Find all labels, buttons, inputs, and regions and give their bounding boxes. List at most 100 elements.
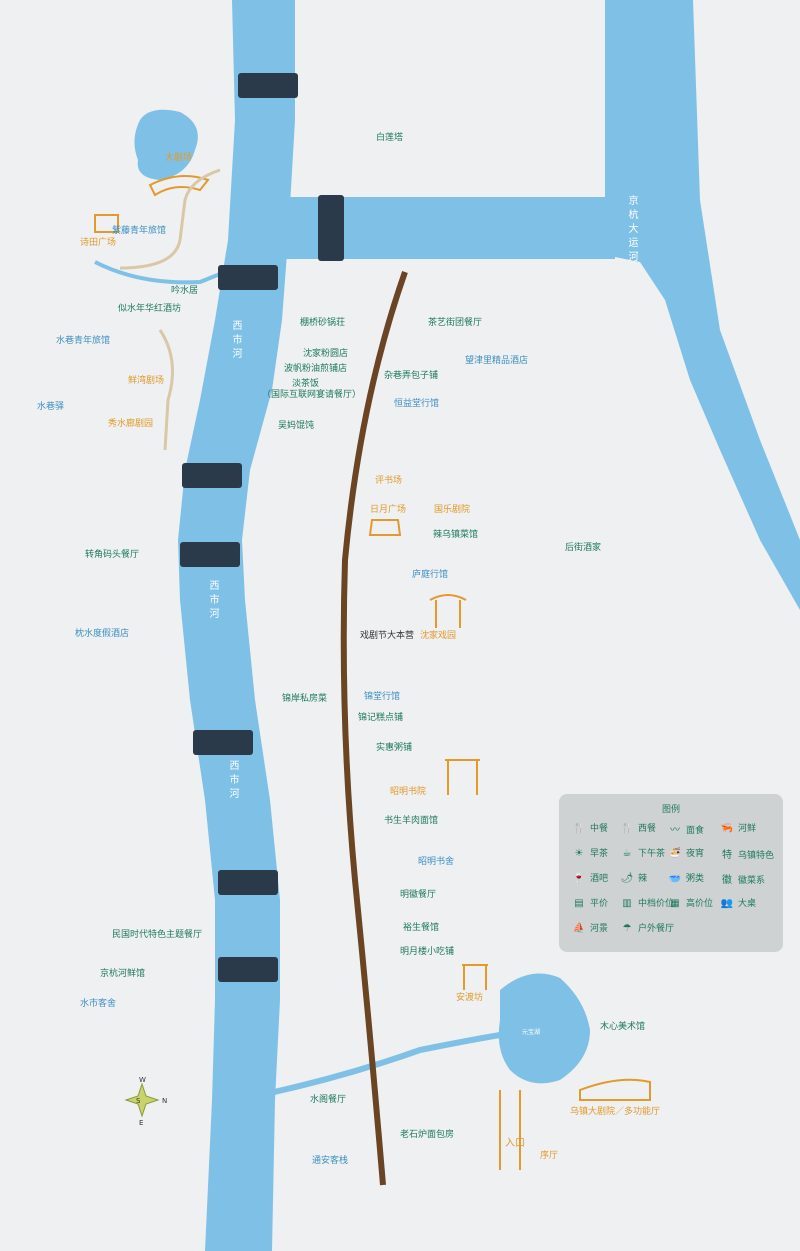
place-zhaomingshu[interactable]: 昭明书舍 (418, 857, 455, 867)
place-minghui[interactable]: 明徽餐厅 (400, 890, 437, 900)
place-shuige[interactable]: 水阁餐厅 (310, 1095, 347, 1105)
place-danchafan[interactable]: 淡茶饭 (292, 379, 320, 389)
place-minguo[interactable]: 民国时代特色主题餐厅 (112, 930, 203, 940)
place-wuma[interactable]: 吴妈馄饨 (278, 421, 315, 431)
legend-icon: ☂ (622, 923, 632, 934)
legend-label: 徽菜系 (738, 876, 766, 886)
legend-item: 〰面食 (667, 821, 704, 836)
legend-icon: 特 (722, 850, 732, 861)
place-jinghang[interactable]: 京杭河鲜馆 (100, 969, 146, 979)
place-laoshi[interactable]: 老石炉面包房 (400, 1130, 455, 1140)
place-shitian[interactable]: 诗田广场 (80, 238, 117, 248)
legend-label: 早茶 (590, 849, 609, 859)
legend-item: 徽徽菜系 (719, 871, 765, 886)
place-hengyi[interactable]: 恒益堂行馆 (394, 399, 440, 409)
legend-icon: ☀ (574, 848, 584, 859)
place-shenjiaxiyuan[interactable]: 沈家戏园 (420, 631, 457, 641)
lake-label: 元宝湖 (522, 1029, 541, 1036)
legend-icon: 徽 (722, 875, 732, 886)
legend-icon: ☕ (622, 848, 632, 859)
legend-label: 酒吧 (590, 874, 609, 884)
place-xiushui[interactable]: 秀水廊剧园 (108, 419, 154, 429)
legend-item: ▥中档价位 (619, 896, 674, 909)
place-muxin[interactable]: 木心美术馆 (600, 1022, 646, 1032)
legend-item: 特乌镇特色 (719, 846, 774, 861)
legend-label: 面食 (686, 826, 705, 836)
legend-item: ☀ 早茶 (571, 846, 609, 859)
legend-label: 高价位 (686, 899, 714, 909)
legend-item: 🦐 河鲜 (719, 821, 756, 834)
legend-item: ▦ 高价位 (667, 896, 713, 909)
place-tongan[interactable]: 通安客栈 (312, 1156, 349, 1166)
place-pengqiao[interactable]: 棚桥砂锅荘 (300, 318, 346, 328)
legend: 图例 🍴中餐🍴西餐〰面食🦐河鲜☀早茶☕下午茶🍜夜宵特乌镇特色🍷酒吧🌶辣🥣粥类徽徽… (559, 794, 783, 952)
place-shusheng[interactable]: 书生羊肉面馆 (384, 816, 439, 826)
place-bochi[interactable]: 波帆粉油煎铺店 (284, 364, 348, 374)
place-dajuyuan[interactable]: 乌镇大剧院／多功能厅 (570, 1107, 661, 1117)
place-andu[interactable]: 安渡坊 (456, 993, 484, 1003)
place-chayi[interactable]: 茶艺街团餐厅 (428, 318, 483, 328)
place-shuixiangyi[interactable]: 水巷驿 (37, 402, 65, 412)
legend-item: 🌶辣 (619, 871, 647, 884)
place-bailianta[interactable]: 白莲塔 (376, 133, 404, 143)
legend-icon: 🍷 (572, 873, 586, 884)
legend-label: 夜宵 (686, 849, 705, 859)
legend-item: 🥣粥类 (667, 871, 704, 884)
river-label-west-2: 西市河 (207, 580, 218, 622)
legend-item: 👥 大桌 (719, 896, 756, 909)
place-danchafan_sub[interactable]: （国际互联网宴请餐厅） (262, 390, 362, 400)
place-guole[interactable]: 国乐剧院 (434, 505, 471, 515)
place-xuting[interactable]: 序厅 (540, 1151, 559, 1161)
place-lawu[interactable]: 辣乌镇菜馆 (433, 530, 479, 540)
place-luting[interactable]: 庐庭行馆 (412, 570, 449, 580)
place-zhuanjiao[interactable]: 转角码头餐厅 (85, 550, 140, 560)
place-shihui[interactable]: 实惠粥铺 (376, 743, 413, 753)
place-dajuchang[interactable]: 大剧场 (165, 153, 193, 163)
legend-item: 🍴 西餐 (619, 821, 656, 834)
place-zaxiang[interactable]: 杂巷弄包子铺 (384, 371, 439, 381)
place-ziteng[interactable]: 紫藤青年旅馆 (112, 226, 167, 236)
place-zhaoming[interactable]: 昭明书院 (390, 787, 427, 797)
place-pingshu[interactable]: 评书场 (375, 476, 403, 486)
place-shenjia[interactable]: 沈家粉圆店 (303, 349, 349, 359)
compass-w: W (139, 1076, 146, 1084)
place-wangjin[interactable]: 望津里精品酒店 (465, 356, 529, 366)
legend-label: 乌镇特色 (738, 851, 775, 861)
legend-icon: ▦ (670, 898, 680, 909)
compass-e: E (139, 1119, 144, 1127)
place-jinan[interactable]: 锦岸私房菜 (282, 694, 328, 704)
legend-item: ▤平价 (571, 896, 608, 909)
place-houjie[interactable]: 后街酒家 (565, 543, 602, 553)
legend-icon: 🍴 (572, 823, 586, 834)
place-riyue[interactable]: 日月广场 (370, 505, 407, 515)
place-sishui[interactable]: 似水年华红酒坊 (118, 304, 182, 314)
legend-item: 🍴 中餐 (571, 821, 608, 834)
place-xianwan[interactable]: 鲜湾剧场 (128, 376, 165, 386)
legend-label: 河景 (590, 924, 609, 934)
place-mingyue[interactable]: 明月楼小吃铺 (400, 947, 455, 957)
place-shuixiangqn[interactable]: 水巷青年旅馆 (56, 336, 111, 346)
place-jintang[interactable]: 锦堂行馆 (364, 692, 401, 702)
place-yusheng[interactable]: 裕生餐馆 (403, 923, 440, 933)
legend-icon: 🌶 (620, 873, 634, 884)
legend-icon: 🍴 (620, 823, 634, 834)
place-jinji[interactable]: 锦记糕点铺 (358, 713, 404, 723)
river-label-west-3: 西市河 (227, 760, 238, 802)
legend-label: 中餐 (590, 824, 609, 834)
legend-title: 图例 (661, 805, 680, 815)
legend-icon: 👥 (720, 898, 734, 909)
legend-item: ☂户外餐厅 (619, 921, 675, 934)
legend-label: 大桌 (738, 899, 757, 909)
place-xijujie[interactable]: 戏剧节大本营 (360, 631, 415, 641)
place-zhenshui[interactable]: 枕水度假酒店 (75, 629, 130, 639)
place-shuishi[interactable]: 水市客舍 (80, 999, 117, 1009)
place-yinshuiju[interactable]: 吟水居 (171, 286, 199, 296)
legend-item: 🍷 酒吧 (571, 871, 608, 884)
legend-label: 西餐 (638, 824, 657, 834)
legend-icon: 🥣 (668, 873, 682, 884)
legend-icon: 🦐 (720, 823, 734, 834)
legend-label: 河鲜 (738, 824, 757, 834)
legend-label: 辣 (638, 874, 648, 884)
